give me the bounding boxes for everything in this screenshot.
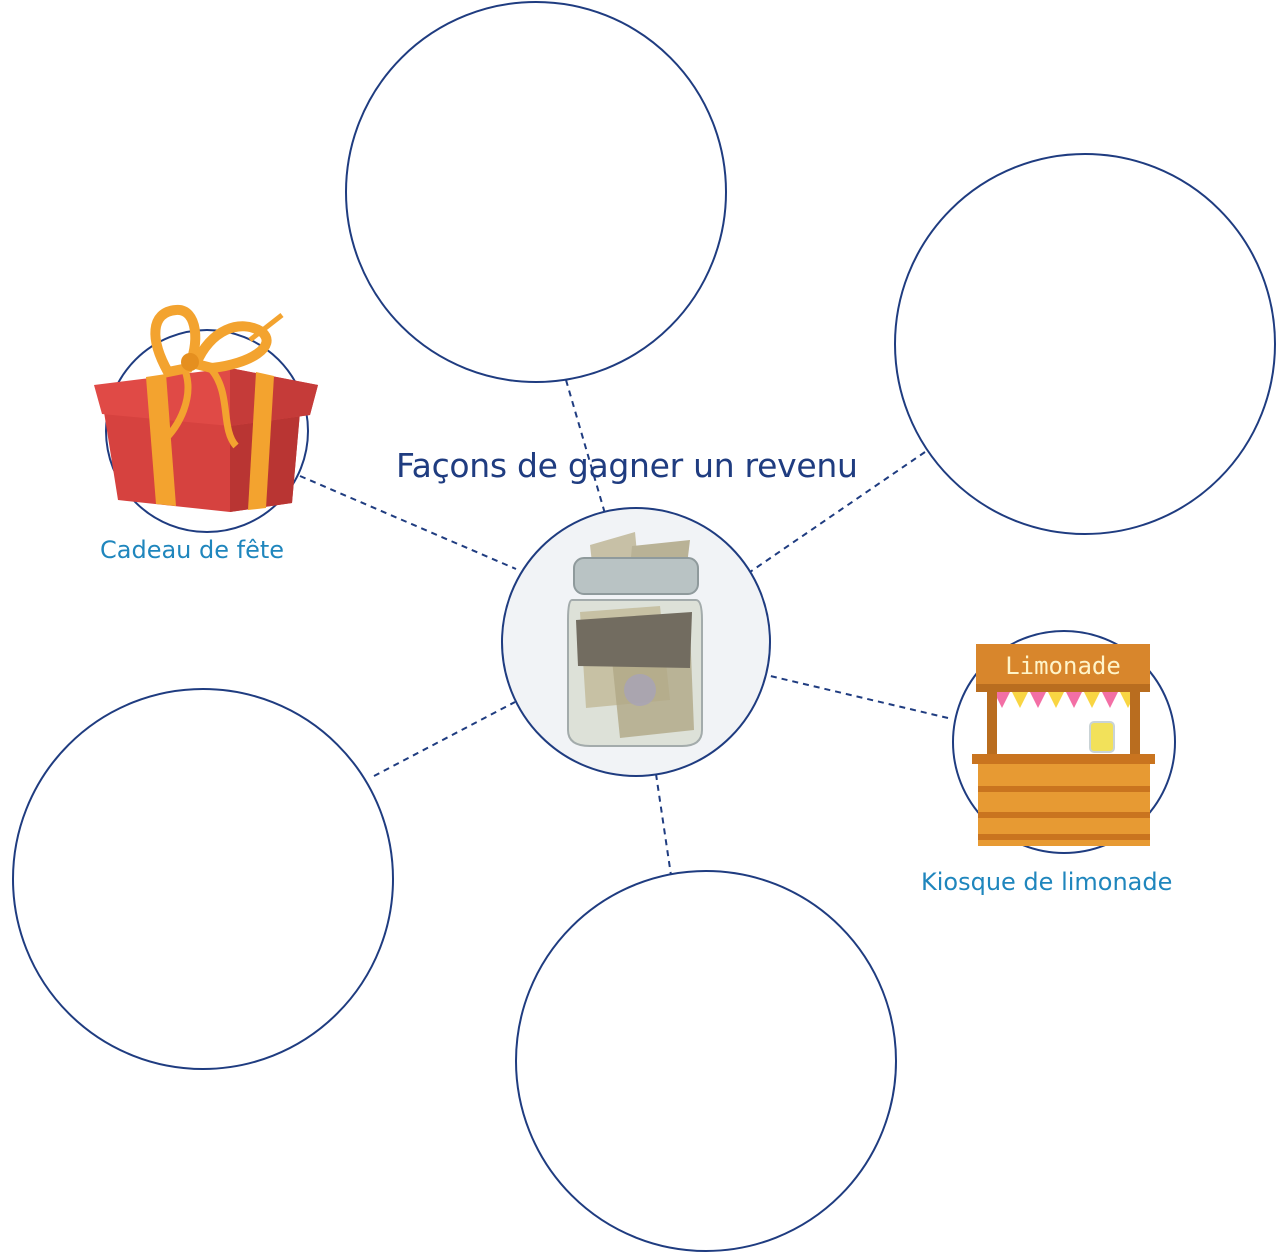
- lemonade-label: Kiosque de limonade: [921, 868, 1173, 896]
- center-bubble: [501, 507, 771, 777]
- money-jar-icon: [567, 532, 703, 747]
- diagram-title: Façons de gagner un revenu: [396, 446, 858, 485]
- empty-bubble-top-right[interactable]: [894, 153, 1276, 535]
- empty-bubble-bottom-left[interactable]: [12, 688, 394, 1070]
- lemonade-bubble: Limonade: [952, 630, 1176, 854]
- gift-box-icon: [94, 305, 318, 512]
- connector-gift: [299, 475, 517, 570]
- lemonade-stand-icon: Limonade: [972, 644, 1155, 846]
- empty-bubble-top[interactable]: [345, 1, 727, 383]
- connector-left: [373, 701, 516, 777]
- connector-top: [565, 379, 607, 518]
- gift-label: Cadeau de fête: [100, 536, 285, 564]
- connectors: [299, 379, 949, 883]
- empty-bubble-bottom[interactable]: [515, 870, 897, 1252]
- connector-right: [765, 674, 949, 719]
- connector-bottom: [655, 773, 673, 883]
- connector-top-right: [749, 451, 926, 573]
- gift-bubble: [94, 305, 318, 533]
- stand-sign-text: Limonade: [1005, 652, 1121, 680]
